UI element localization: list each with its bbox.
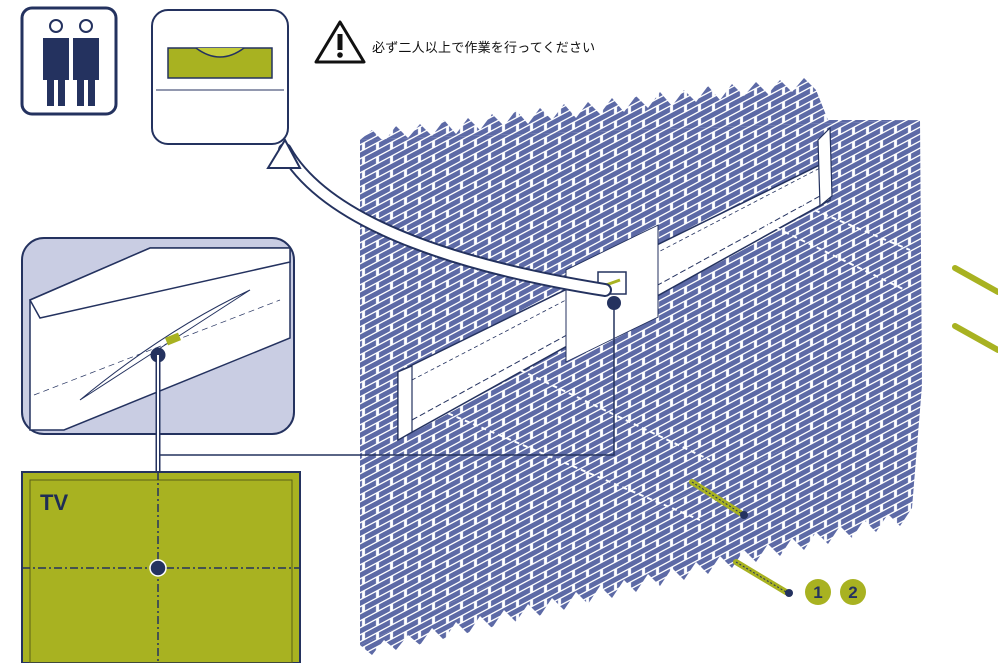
screw-icon (733, 559, 793, 597)
screw-icon (689, 479, 748, 519)
tv-panel (21, 471, 301, 663)
tv-label: TV (40, 490, 69, 515)
step-badge-2: 2 (840, 579, 866, 605)
step-badge-1: 1 (805, 579, 831, 605)
warning-text: 必ず二人以上で作業を行ってください (372, 41, 596, 56)
two-people-icon (20, 6, 118, 116)
brick-wall (360, 78, 922, 655)
screw-icon (952, 323, 998, 353)
step-number: 1 (813, 583, 822, 602)
screw-icon (952, 265, 998, 295)
drill-guide-lines (439, 199, 911, 521)
rail-closeup-panel (21, 237, 295, 435)
step-number: 2 (848, 583, 857, 602)
spirit-level-icon (151, 9, 289, 145)
warning-triangle-icon (314, 20, 366, 64)
height-reference-line (160, 305, 615, 456)
callout-arrowhead (266, 137, 302, 169)
level-dot (607, 296, 621, 310)
